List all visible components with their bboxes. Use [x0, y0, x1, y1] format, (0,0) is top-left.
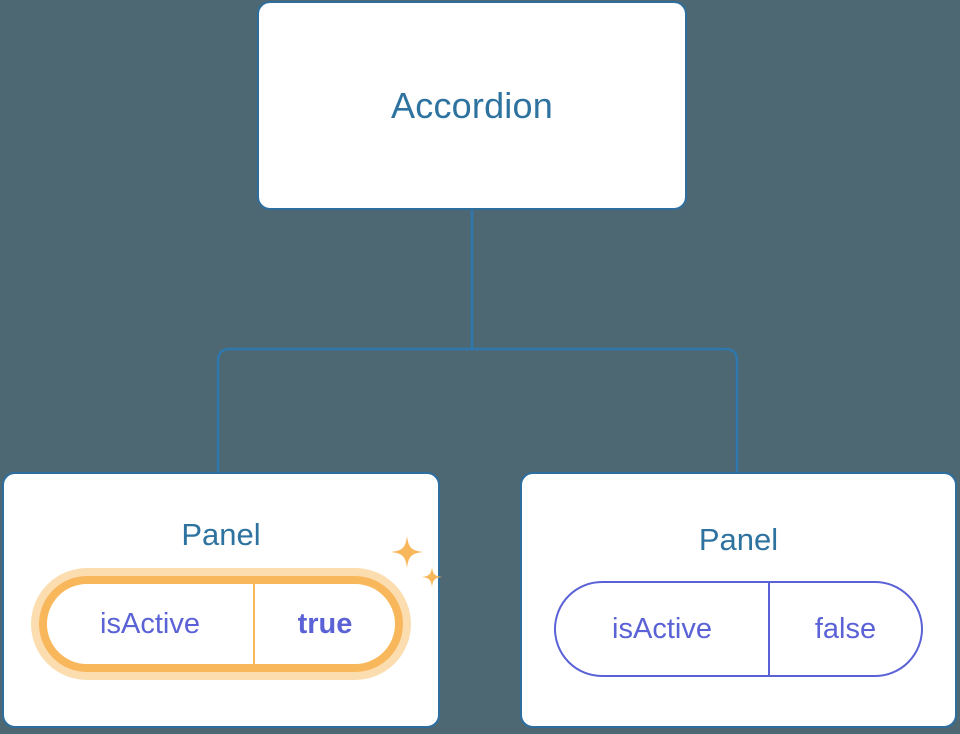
node-accordion-title: Accordion	[391, 84, 553, 126]
sparkle-small-icon	[422, 567, 442, 587]
node-accordion[interactable]: Accordion	[257, 1, 687, 210]
prop-value-label: false	[768, 583, 921, 675]
prop-pill-is-active-true[interactable]: isActive true	[39, 576, 403, 672]
prop-pill-wrapper-left: isActive true	[39, 536, 442, 672]
prop-key-label: isActive	[100, 607, 200, 640]
sparkle-large-icon	[391, 536, 423, 568]
prop-key-label: isActive	[612, 612, 712, 645]
node-panel-left-body: Panel isActive true	[4, 474, 442, 726]
node-panel-right-title: Panel	[698, 522, 779, 557]
prop-value-label: true	[253, 584, 395, 664]
node-panel-left-title: Panel	[181, 517, 261, 552]
node-panel-left[interactable]: Panel isActive true	[2, 472, 442, 728]
node-panel-right-body: Panel isActive false	[522, 474, 955, 726]
connector-branch-bar	[216, 347, 739, 474]
prop-pill-wrapper-right: isActive false	[554, 581, 923, 677]
prop-pill-is-active-false[interactable]: isActive false	[554, 581, 923, 677]
node-panel-right[interactable]: Panel isActive false	[520, 472, 957, 728]
